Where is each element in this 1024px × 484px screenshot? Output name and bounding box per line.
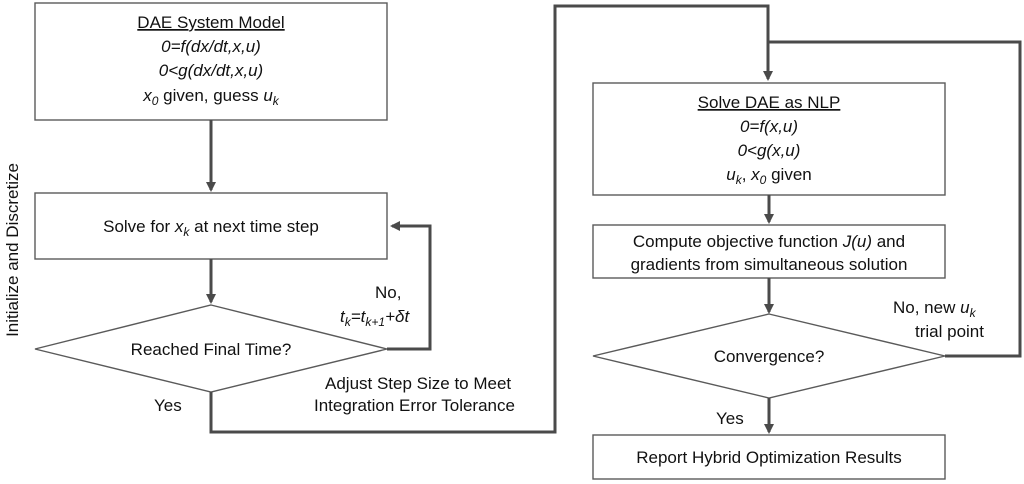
no-label-left: No, <box>375 283 401 302</box>
arrow-no-loop-back <box>387 221 432 351</box>
side-label-initialize-discretize: Initialize and Discretize <box>3 163 22 337</box>
dae-model-eq2: 0<g(dx/dt,x,u) <box>159 61 263 80</box>
solve-next-step-box: Solve for xk at next time step <box>34 192 388 260</box>
report-results-label: Report Hybrid Optimization Results <box>636 448 901 467</box>
nlp-given-line: uk, x0 given <box>726 165 811 187</box>
compute-objective-box: Compute objective function J(u) and grad… <box>592 224 946 279</box>
nlp-eq1: 0=f(x,u) <box>740 117 798 136</box>
solve-next-step-label: Solve for xk at next time step <box>103 217 319 239</box>
arrow-convergence-no-loop <box>768 40 1022 358</box>
yes-label-left: Yes <box>154 396 182 415</box>
report-results-box: Report Hybrid Optimization Results <box>592 434 946 480</box>
reached-final-time-label: Reached Final Time? <box>131 340 292 359</box>
no-new-trial-label-line1: No, new uk <box>893 298 977 320</box>
convergence-label: Convergence? <box>714 347 825 366</box>
reached-final-time-decision: Reached Final Time? <box>34 304 388 393</box>
dae-model-eq1: 0=f(dx/dt,x,u) <box>161 37 261 56</box>
nlp-eq2: 0<g(x,u) <box>738 141 801 160</box>
adjust-step-size-line1: Adjust Step Size to Meet <box>325 374 511 393</box>
yes-label-right: Yes <box>716 409 744 428</box>
objective-line2: gradients from simultaneous solution <box>631 255 908 274</box>
solve-dae-nlp-box: Solve DAE as NLP 0=f(x,u) 0<g(x,u) uk, x… <box>592 82 946 196</box>
adjust-step-size-line2: Integration Error Tolerance <box>314 396 515 415</box>
dae-system-model-box: DAE System Model 0=f(dx/dt,x,u) 0<g(dx/d… <box>34 2 388 121</box>
arrow-yes-to-nlp <box>209 4 773 434</box>
no-new-trial-label-line2: trial point <box>915 322 984 341</box>
dae-model-title: DAE System Model <box>137 13 284 32</box>
nlp-title: Solve DAE as NLP <box>698 93 841 112</box>
time-step-update-label: tk=tk+1+δt <box>340 307 410 329</box>
dae-model-given-line: x0 given, guess uk <box>142 86 280 108</box>
convergence-decision: Convergence? <box>592 313 946 399</box>
objective-line1: Compute objective function J(u) and <box>633 232 905 251</box>
